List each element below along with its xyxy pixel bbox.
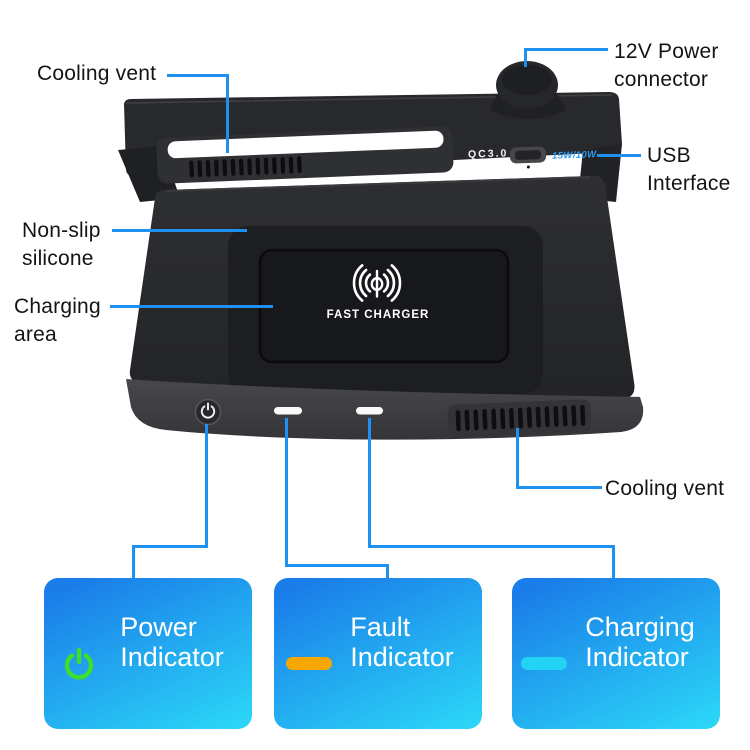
callout-line-power-indicator-v1	[205, 424, 208, 548]
label-power-connector: 12V Power connector	[614, 40, 719, 91]
charging-led-icon	[521, 657, 568, 670]
qi-wireless-icon	[352, 264, 402, 302]
charging-area-pad	[258, 248, 510, 364]
label-non-slip-silicone: Non-slip silicone	[22, 219, 101, 270]
fast-charger-label: FAST CHARGER	[326, 309, 430, 321]
usb-port	[509, 146, 547, 169]
callout-line-fault-indicator-v1	[285, 418, 288, 567]
callout-line-power-connector-h	[524, 48, 608, 51]
label-charging-area: Charging area	[14, 295, 101, 346]
cooling-vent-top-slots	[189, 156, 302, 178]
fault-indicator-text: Fault Indicator	[350, 612, 454, 672]
callout-line-usb-h	[597, 154, 641, 157]
label-cooling-vent-top: Cooling vent	[37, 62, 157, 85]
charging-led-window	[356, 407, 383, 415]
label-cooling-vent-bottom: Cooling vent	[605, 477, 725, 500]
power-indicator-card: Power Indicator	[44, 578, 252, 729]
callout-line-charging-area-h	[110, 305, 273, 308]
callout-line-non-slip-h	[112, 229, 247, 232]
callout-line-cooling-vent-bottom-v	[516, 428, 519, 489]
fault-led-window	[274, 407, 302, 415]
cooling-vent-bottom-slots	[447, 399, 592, 438]
power-indicator-text: Power Indicator	[120, 612, 224, 672]
callout-line-charging-indicator-h	[368, 545, 615, 548]
callout-line-power-connector-v	[524, 48, 527, 67]
callout-line-fault-indicator-h	[285, 564, 389, 567]
callout-line-cooling-vent-top-h	[167, 74, 229, 77]
power-icon	[56, 646, 102, 682]
callout-line-cooling-vent-bottom-h	[516, 486, 602, 489]
power-rating-label: 15W/10W	[551, 149, 597, 162]
callout-line-power-indicator-h	[132, 545, 208, 548]
callout-line-charging-indicator-v2	[612, 545, 615, 579]
fault-indicator-card: Fault Indicator	[274, 578, 482, 729]
callout-line-power-indicator-v2	[132, 545, 135, 579]
power-connector-knob	[490, 61, 566, 119]
callout-line-fault-indicator-v2	[386, 564, 389, 579]
charging-indicator-text: Charging Indicator	[585, 612, 695, 672]
callout-line-cooling-vent-top-v	[226, 74, 229, 153]
label-usb-interface: USB Interface	[647, 144, 731, 195]
power-button-icon	[194, 398, 222, 426]
qc-label: QC3.0	[467, 147, 509, 161]
callout-line-charging-indicator-v1	[368, 418, 371, 548]
fault-led-icon	[286, 657, 333, 670]
charging-indicator-card: Charging Indicator	[512, 578, 720, 729]
top-vent-panel	[156, 126, 454, 184]
